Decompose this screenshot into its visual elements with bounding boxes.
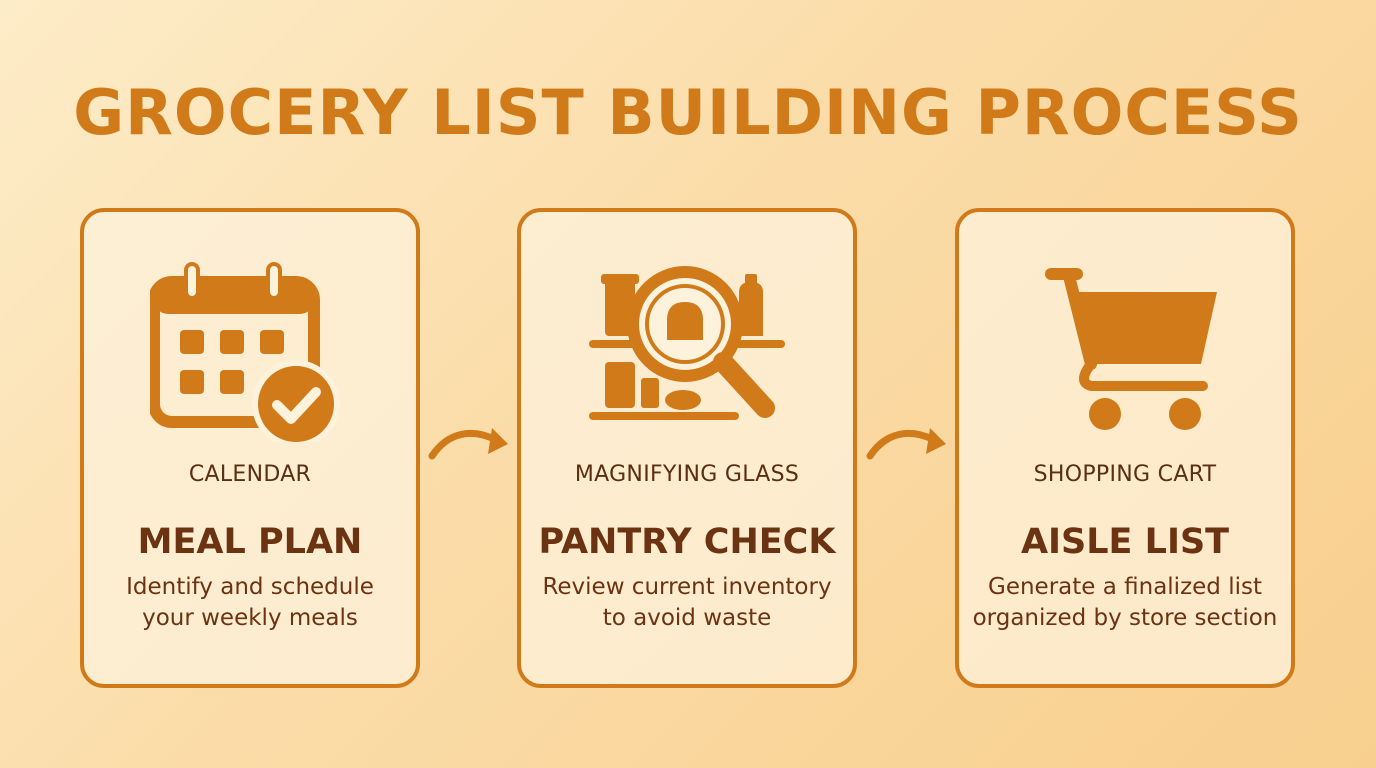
magnifying-glass-icon [587,262,787,442]
step-description-line: organized by store section [972,605,1278,631]
step-description: Review current inventory to avoid waste [531,572,843,634]
icon-label: MAGNIFYING GLASS [574,462,800,487]
step-card-aisle-list: SHOPPING CART AISLE LIST Generate a fina… [955,208,1295,688]
step-title: PANTRY CHECK [538,522,836,562]
step-description-line: Identify and schedule [126,574,374,600]
step-description-line: Generate a finalized list [988,574,1262,600]
shopping-cart-icon [1025,262,1225,442]
step-description: Identify and schedule your weekly meals [94,572,406,634]
step-description-line: to avoid waste [602,605,772,631]
icon-label: CALENDAR [188,462,312,487]
arrow-right-icon [428,428,508,460]
step-title: AISLE LIST [1020,522,1230,562]
step-card-pantry-check: MAGNIFYING GLASS PANTRY CHECK Review cur… [517,208,857,688]
arrow-right-icon [866,428,946,460]
step-description: Generate a finalized list organized by s… [969,572,1281,634]
step-title: MEAL PLAN [137,522,363,562]
step-description-line: your weekly meals [142,605,358,631]
page-title: GROCERY LIST BUILDING PROCESS [73,76,1303,149]
step-description-line: Review current inventory [542,574,832,600]
icon-label: SHOPPING CART [1033,462,1217,487]
step-card-meal-plan: CALENDAR MEAL PLAN Identify and schedule… [80,208,420,688]
calendar-icon [150,262,350,442]
